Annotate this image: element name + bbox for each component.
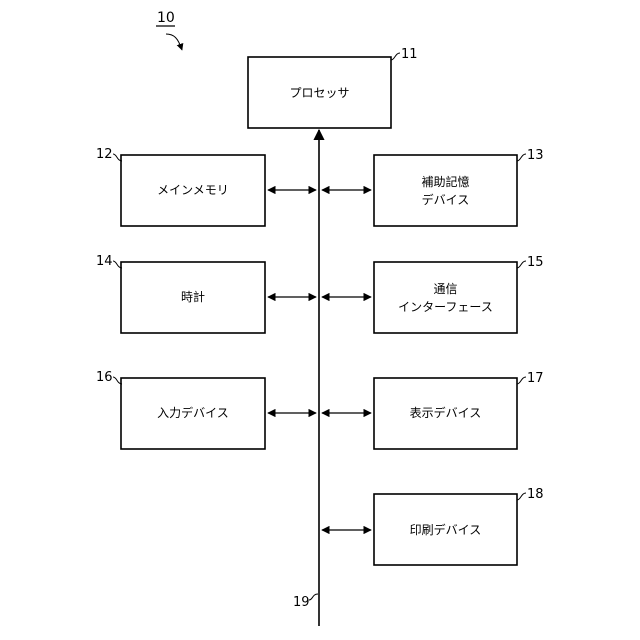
printing-device-block: 印刷デバイス 18: [374, 487, 544, 565]
input-device-block: 入力デバイス 16: [96, 370, 265, 449]
input-device-ref-number: 16: [96, 370, 113, 385]
printing-device-ref-leader: [517, 493, 526, 500]
bus-ref-number: 19: [293, 595, 310, 610]
main-memory-block: メインメモリ 12: [96, 147, 265, 226]
communication-interface-label-line1: 通信: [433, 282, 457, 296]
figure-reference: 10: [156, 10, 182, 50]
auxiliary-storage-label-line2: デバイス: [422, 192, 470, 207]
auxiliary-storage-block: 補助記憶 デバイス 13: [374, 148, 544, 226]
auxiliary-storage-ref-leader: [517, 154, 526, 161]
input-device-label: 入力デバイス: [157, 405, 229, 420]
display-device-label: 表示デバイス: [410, 405, 482, 420]
display-device-ref-number: 17: [527, 371, 544, 386]
communication-interface-ref-leader: [517, 261, 526, 268]
communication-interface-block: 通信 インターフェース 15: [374, 255, 544, 333]
main-memory-ref-number: 12: [96, 147, 113, 162]
figure-number: 10: [157, 10, 175, 26]
main-memory-label: メインメモリ: [157, 183, 229, 197]
auxiliary-storage-label-line1: 補助記憶: [421, 174, 469, 189]
figure-pointer-arrow: [166, 34, 182, 50]
processor-block: プロセッサ 11: [248, 47, 418, 128]
display-device-block: 表示デバイス 17: [374, 371, 544, 449]
printing-device-label: 印刷デバイス: [410, 522, 482, 537]
processor-ref-number: 11: [401, 47, 418, 62]
clock-ref-number: 14: [96, 254, 113, 269]
bus-ref-leader: [309, 594, 318, 600]
display-device-ref-leader: [517, 377, 526, 384]
communication-interface-ref-number: 15: [527, 255, 544, 270]
clock-label: 時計: [181, 289, 205, 304]
processor-ref-leader: [391, 53, 400, 60]
communication-interface-box: [374, 262, 517, 333]
printing-device-ref-number: 18: [527, 487, 544, 502]
auxiliary-storage-ref-number: 13: [527, 148, 544, 163]
auxiliary-storage-box: [374, 155, 517, 226]
processor-label: プロセッサ: [289, 86, 349, 100]
communication-interface-label-line2: インターフェース: [398, 300, 493, 314]
system-bus: 19: [293, 130, 319, 626]
clock-block: 時計 14: [96, 254, 265, 333]
